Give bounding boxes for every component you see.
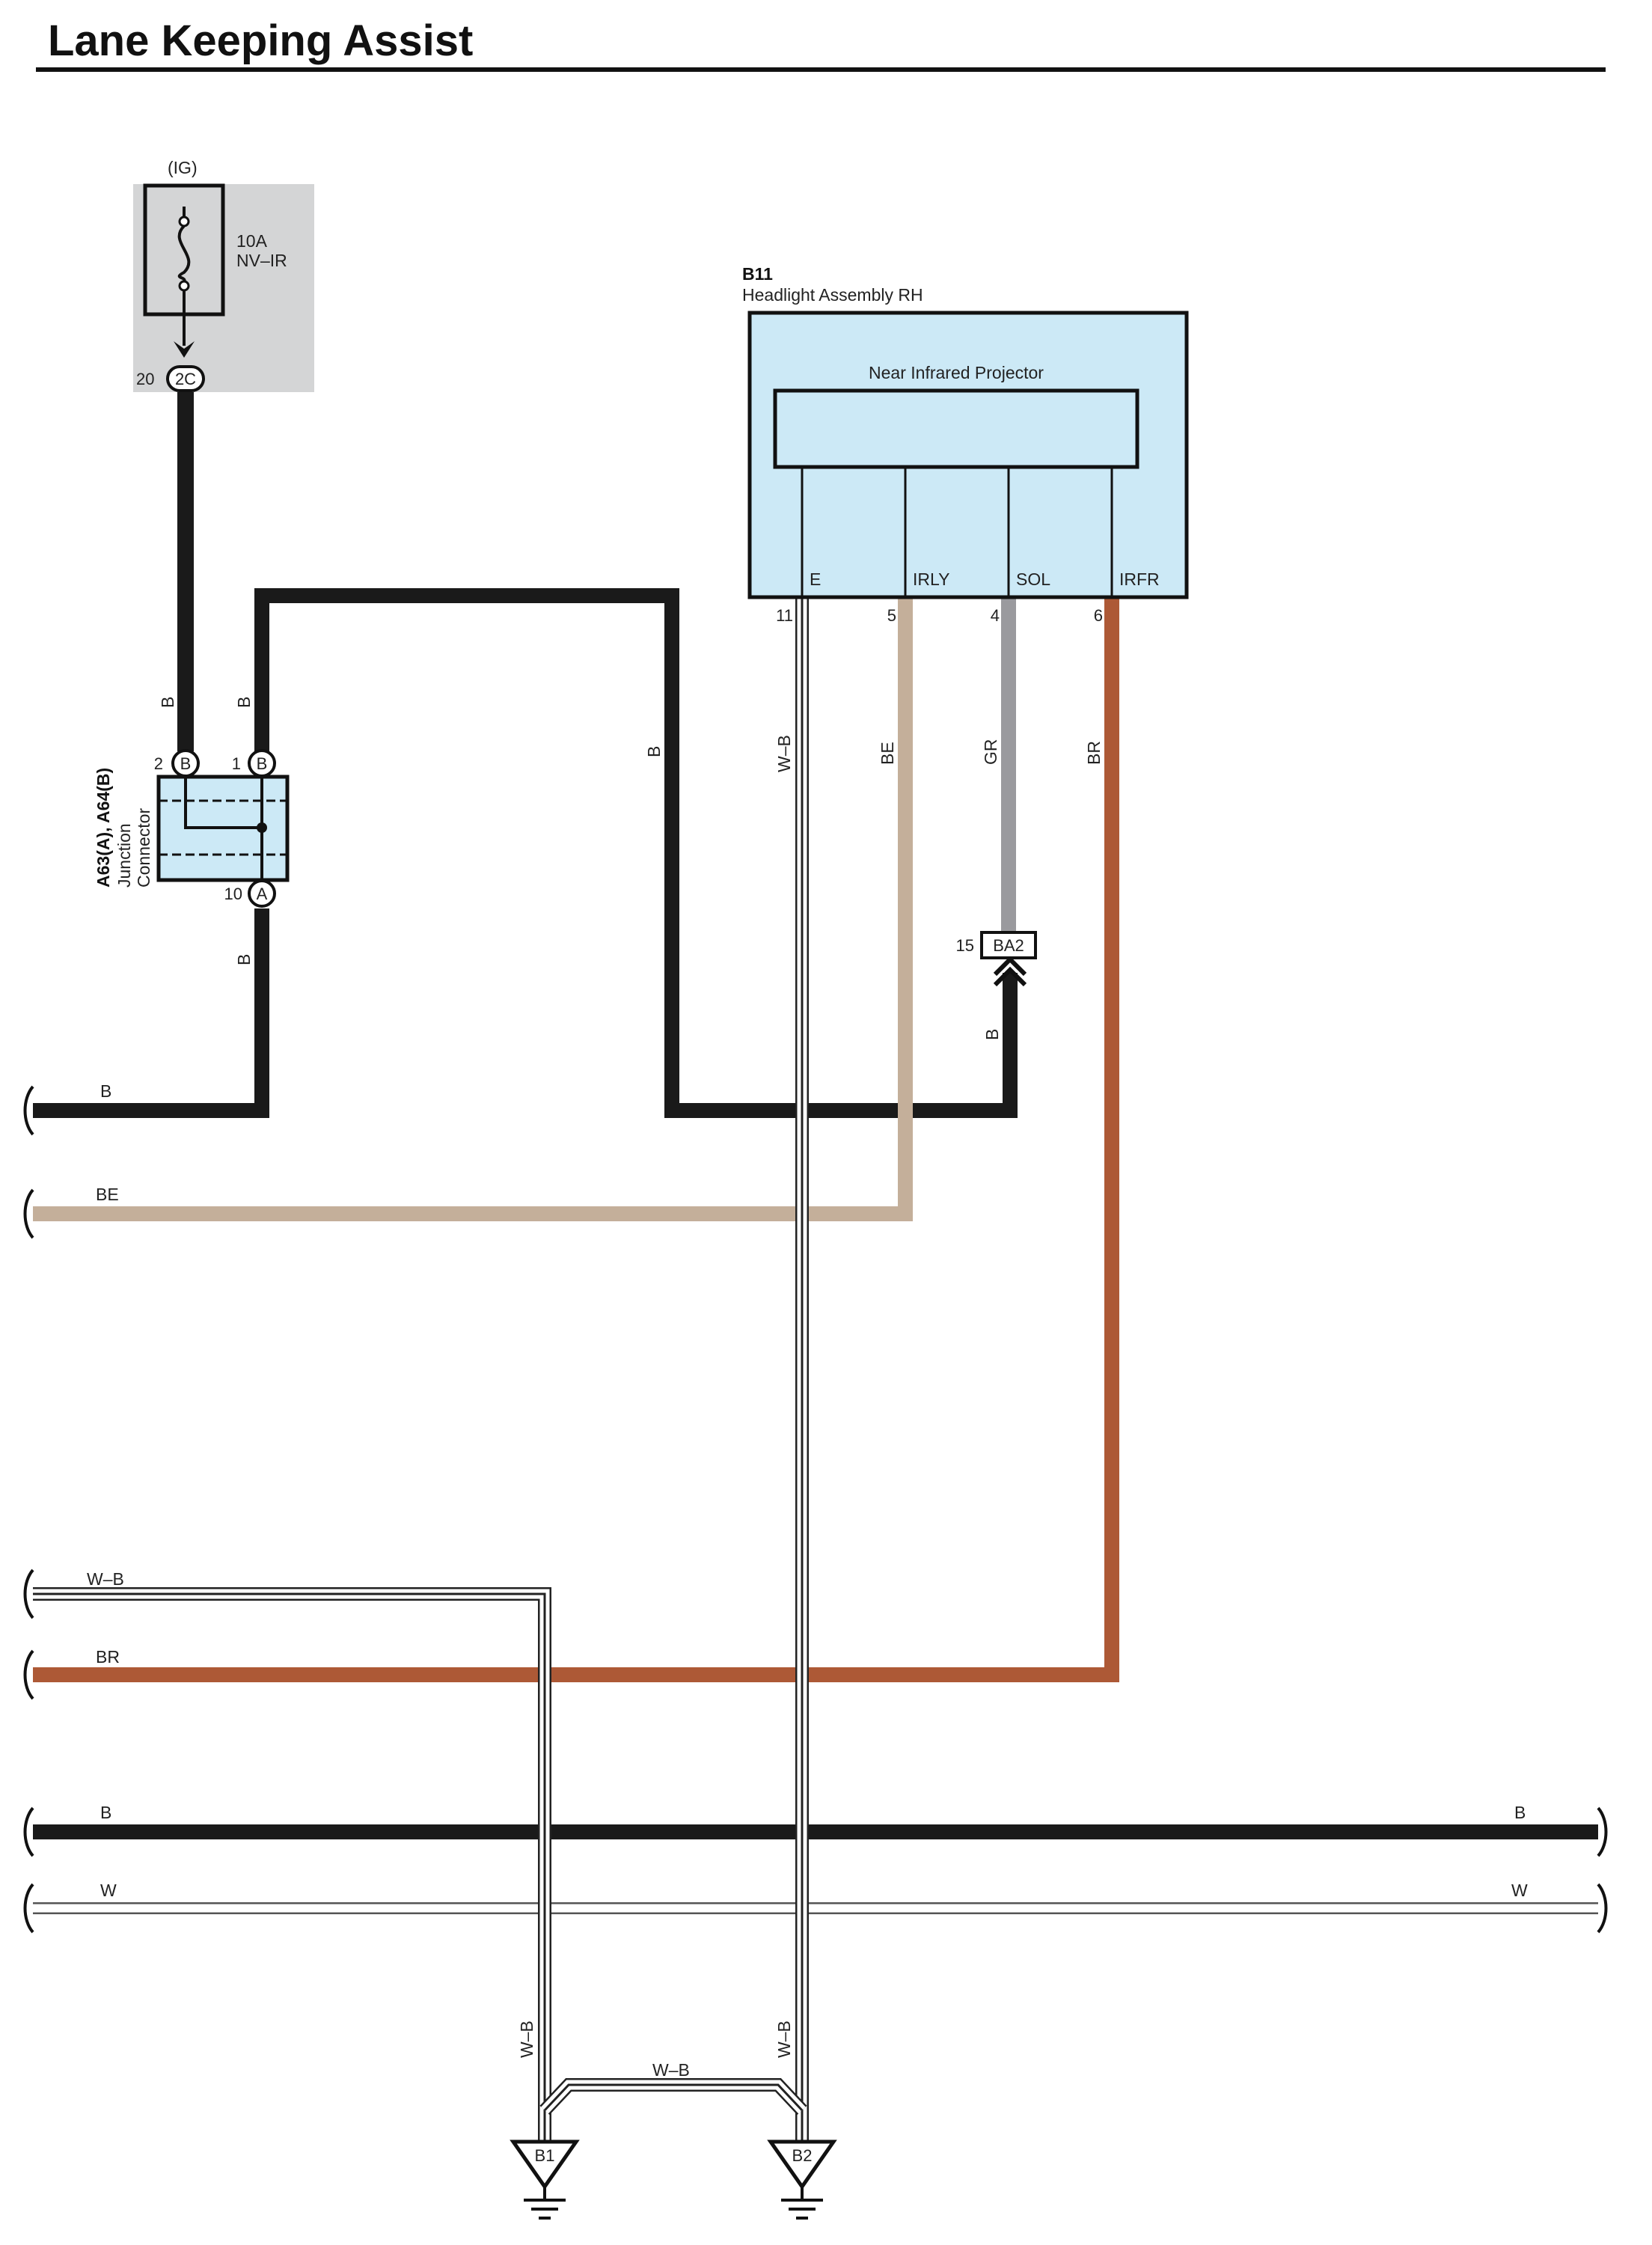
junction-pin-2-label: B <box>180 754 192 773</box>
label-left-br: BR <box>96 1647 120 1667</box>
connector-ba2: BA2 15 B <box>956 931 1037 1040</box>
ba2-wire-label: B <box>982 1029 1002 1040</box>
terminal-irly: IRLY <box>913 569 949 589</box>
wire-be <box>33 599 913 1221</box>
label-left-wb: W–B <box>87 1569 124 1589</box>
label-ground-link: W–B <box>652 2060 690 2080</box>
label-g2-drop: W–B <box>774 2020 794 2058</box>
wire-label-e: W–B <box>774 735 794 772</box>
wire-b-group <box>33 392 1598 1839</box>
headlight-assembly: B11 Headlight Assembly RH Near Infrared … <box>742 264 1189 772</box>
page-title: Lane Keeping Assist <box>48 16 473 65</box>
ground-icon <box>510 2139 580 2220</box>
ground-b2-code: B2 <box>792 2146 813 2165</box>
wire-label-irly: BE <box>878 742 897 765</box>
break-mark-right-bus-w <box>1597 1883 1608 1934</box>
pin-4: 4 <box>991 606 1000 625</box>
label-bus-b-left: B <box>100 1803 111 1822</box>
fuse-block: (IG) 10A NV–IR 20 2C <box>133 158 314 392</box>
break-mark-left-be <box>23 1188 34 1239</box>
pin-11: 11 <box>776 606 793 625</box>
ground-b2: B2 <box>767 2139 837 2220</box>
wire-br <box>33 599 1119 1682</box>
label-jc-pin1: B <box>234 697 254 708</box>
junction-pin-2 <box>171 749 200 778</box>
break-mark-left-b <box>23 1085 34 1136</box>
headlight-name: Headlight Assembly RH <box>742 285 923 305</box>
terminal-sol: SOL <box>1016 569 1050 589</box>
ba2-name: BA2 <box>993 936 1024 955</box>
junction-pin-1 <box>248 749 276 778</box>
projector-label: Near Infrared Projector <box>869 363 1044 382</box>
wire-break-marks <box>23 1085 1608 1934</box>
junction-pin-1-label: B <box>257 754 268 773</box>
junction-pin-2-number: 2 <box>154 754 163 773</box>
fuse-connector-code: 2C <box>175 370 196 388</box>
terminal-e: E <box>810 569 821 589</box>
junction-code: A63(A), A64(B) <box>94 768 113 888</box>
fuse-pin-number: 20 <box>136 370 154 388</box>
break-mark-left-br <box>23 1649 34 1700</box>
wire-labels: B B B B B BE W–B BR B B W W W–B W–B W–B <box>87 697 1528 2080</box>
label-bus-w-right: W <box>1511 1881 1528 1900</box>
ba2-box <box>980 931 1037 959</box>
ground-icon <box>767 2139 837 2220</box>
label-bus-b-right: B <box>1514 1803 1526 1822</box>
junction-connector: B 2 B 1 A 10 A63(A), A64(B) Junction Con… <box>94 749 290 908</box>
ground-b1-code: B1 <box>535 2146 555 2165</box>
junction-name-2: Connector <box>134 808 153 888</box>
fuse-name: NV–IR <box>236 251 287 270</box>
wire-loop-to-ba2 <box>254 588 1018 1118</box>
label-loop: B <box>644 746 664 757</box>
wire-junction-out-left <box>33 908 269 1118</box>
projector-box <box>773 388 1139 469</box>
junction-pin-10-number: 10 <box>224 885 242 903</box>
ba2-pin: 15 <box>956 936 974 955</box>
break-mark-right-bus-b <box>1597 1806 1608 1857</box>
headlight-code: B11 <box>742 264 773 284</box>
junction-pin-10 <box>248 879 276 908</box>
wire-label-sol: GR <box>981 739 1000 766</box>
label-jc-out: B <box>234 954 254 965</box>
junction-pin-10-label: A <box>257 885 268 903</box>
wire-wb-group <box>33 599 809 2169</box>
fuse-rating: 10A <box>236 231 268 251</box>
label-g1-drop: W–B <box>517 2020 536 2058</box>
terminal-irfr: IRFR <box>1119 569 1160 589</box>
pin-5: 5 <box>887 606 896 625</box>
junction-pin-1-number: 1 <box>232 754 241 773</box>
junction-name-1: Junction <box>114 823 134 888</box>
label-left-be: BE <box>96 1185 119 1204</box>
fuse-icon <box>174 207 195 358</box>
fuse-connector <box>166 365 205 392</box>
fuse-supply-label: (IG) <box>168 158 198 177</box>
break-mark-left-wb <box>23 1569 34 1619</box>
wire-label-irfr: BR <box>1084 741 1104 765</box>
label-fuse-drop: B <box>158 697 177 708</box>
break-mark-left-bus-w <box>23 1883 34 1934</box>
label-left-b: B <box>100 1081 111 1101</box>
pin-6: 6 <box>1094 606 1103 625</box>
label-bus-w-left: W <box>100 1881 117 1900</box>
break-mark-left-bus-b <box>23 1806 34 1857</box>
title-underline <box>36 67 1606 72</box>
chevron-up-icon <box>993 956 1027 987</box>
ground-b1: B1 <box>510 2139 580 2220</box>
